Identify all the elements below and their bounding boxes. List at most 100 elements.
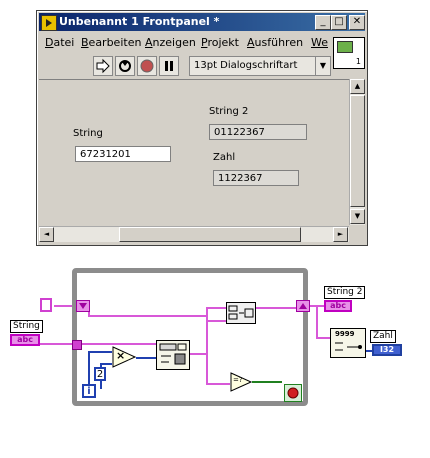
stop-icon xyxy=(140,59,154,73)
menu-ausfuehren-mnemonic: A xyxy=(247,36,255,49)
numeric-wire[interactable] xyxy=(88,351,112,353)
compare-symbol: =? xyxy=(233,376,243,384)
vi-icon-graphic xyxy=(337,41,353,53)
equal-compare-node[interactable]: =? xyxy=(230,372,253,392)
concatenate-strings-node[interactable] xyxy=(226,302,256,324)
menu-bar: Datei Bearbeiten Anzeigen Projekt Ausfüh… xyxy=(39,33,329,51)
string-wire[interactable] xyxy=(206,383,230,385)
string-control[interactable]: 67231201 xyxy=(75,146,171,162)
abort-button[interactable] xyxy=(137,56,157,76)
multiply-symbol: × xyxy=(116,349,126,362)
front-panel-window: Unbenannt 1 Frontpanel * _ □ ✕ Datei Bea… xyxy=(36,10,368,246)
convert-label: 9999 xyxy=(335,330,355,338)
menu-datei-label: atei xyxy=(53,36,75,49)
zahl-terminal-label: Zahl xyxy=(370,330,396,343)
numeric-wire[interactable] xyxy=(364,350,374,352)
chevron-down-icon: ▼ xyxy=(315,57,330,75)
menu-datei-mnemonic: D xyxy=(45,36,54,49)
string-wire[interactable] xyxy=(316,305,318,337)
string2-terminal-label: String 2 xyxy=(324,286,366,299)
numeric-wire[interactable] xyxy=(100,363,112,365)
block-diagram: String abc × 2 i =? xyxy=(0,260,430,458)
scroll-corner xyxy=(350,227,364,241)
concatenate-icon xyxy=(228,305,254,320)
vi-icon-number: 1 xyxy=(355,57,361,66)
decimal-string-to-number-node[interactable]: 9999 xyxy=(330,328,366,358)
horizontal-scroll-thumb[interactable] xyxy=(119,227,301,242)
run-arrow-icon xyxy=(96,58,110,74)
menu-anzeigen[interactable]: Anzeigen xyxy=(145,36,196,49)
toolbar: 13pt Dialogschriftart ▼ xyxy=(39,53,331,77)
string-wire[interactable] xyxy=(206,317,208,385)
string-wire[interactable] xyxy=(54,305,76,307)
run-continuously-icon xyxy=(119,60,131,72)
menu-ausfuehren-label: usführen xyxy=(254,36,304,49)
menu-projekt-mnemonic: P xyxy=(201,36,208,49)
string-terminal-label: String xyxy=(10,320,43,333)
menu-ausfuehren[interactable]: Ausführen xyxy=(247,36,303,49)
left-shift-register[interactable] xyxy=(76,300,90,312)
zahl-indicator: 1122367 xyxy=(213,170,299,186)
scroll-down-button[interactable]: ▼ xyxy=(350,209,365,224)
multiply-triangle-icon xyxy=(112,346,137,368)
string-tunnel[interactable] xyxy=(72,340,82,350)
string2-terminal[interactable]: abc xyxy=(324,300,352,312)
scroll-right-button[interactable]: ► xyxy=(333,227,348,242)
empty-string-constant[interactable] xyxy=(40,298,52,312)
vertical-scroll-thumb[interactable] xyxy=(350,95,365,207)
menu-bearbeiten[interactable]: Bearbeiten xyxy=(81,36,141,49)
right-shift-register[interactable] xyxy=(296,300,310,312)
string-wire[interactable] xyxy=(206,307,208,317)
string-wire[interactable] xyxy=(256,307,296,309)
font-selector[interactable]: 13pt Dialogschriftart ▼ xyxy=(189,56,331,76)
menu-bearbeiten-mnemonic: B xyxy=(81,36,89,49)
iteration-terminal[interactable]: i xyxy=(82,384,96,398)
labview-app-icon[interactable] xyxy=(41,15,57,31)
horizontal-scrollbar[interactable]: ◄ ► xyxy=(39,226,349,242)
boolean-wire[interactable] xyxy=(252,381,282,383)
compare-triangle-icon xyxy=(230,372,253,392)
zahl-label: Zahl xyxy=(213,152,236,163)
menu-projekt-label: rojekt xyxy=(207,36,239,49)
menu-anzeigen-label: nzeigen xyxy=(152,36,196,49)
window-title: Unbenannt 1 Frontpanel * xyxy=(59,15,220,28)
string2-indicator: 01122367 xyxy=(209,124,307,140)
vi-icon[interactable]: 1 xyxy=(333,37,365,69)
numeric-wire[interactable] xyxy=(136,357,156,359)
scroll-up-button[interactable]: ▲ xyxy=(350,79,365,94)
string-wire[interactable] xyxy=(206,320,226,322)
shift-down-arrow-icon xyxy=(79,303,87,309)
stop-icon xyxy=(287,387,299,399)
minimize-button[interactable]: _ xyxy=(315,15,331,30)
while-loop[interactable] xyxy=(72,268,308,406)
string-wire[interactable] xyxy=(40,343,74,345)
run-continuously-button[interactable] xyxy=(115,56,135,76)
string-wire[interactable] xyxy=(188,353,208,355)
zahl-terminal[interactable]: I32 xyxy=(372,344,402,356)
pause-icon xyxy=(165,61,173,71)
string-wire[interactable] xyxy=(206,307,226,309)
numeric-wire[interactable] xyxy=(88,351,90,385)
front-panel-canvas[interactable]: String 67231201 String 2 01122367 Zahl 1… xyxy=(39,79,349,226)
run-button[interactable] xyxy=(93,56,113,76)
string-wire[interactable] xyxy=(88,315,206,317)
string-terminal[interactable]: abc xyxy=(10,334,40,346)
vertical-scrollbar[interactable]: ▲ ▼ xyxy=(349,79,365,225)
stop-condition-terminal[interactable] xyxy=(284,384,302,402)
maximize-button[interactable]: □ xyxy=(331,15,347,30)
string-subset-icon xyxy=(159,343,187,365)
scroll-left-button[interactable]: ◄ xyxy=(39,227,54,242)
pause-button[interactable] xyxy=(159,56,179,76)
close-button[interactable]: ✕ xyxy=(349,15,365,30)
string-wire[interactable] xyxy=(80,343,156,345)
menu-projekt[interactable]: Projekt xyxy=(201,36,239,49)
title-bar[interactable]: Unbenannt 1 Frontpanel * _ □ ✕ xyxy=(39,13,365,31)
menu-datei[interactable]: Datei xyxy=(45,36,74,49)
menu-bearbeiten-label: earbeiten xyxy=(88,36,142,49)
menu-anzeigen-mnemonic: A xyxy=(145,36,153,49)
numeric-constant-two[interactable]: 2 xyxy=(94,367,106,381)
menu-werkzeuge[interactable]: We xyxy=(311,36,328,49)
multiply-node[interactable]: × xyxy=(112,346,137,368)
string-wire[interactable] xyxy=(316,337,330,339)
string-subset-node[interactable] xyxy=(156,340,190,370)
